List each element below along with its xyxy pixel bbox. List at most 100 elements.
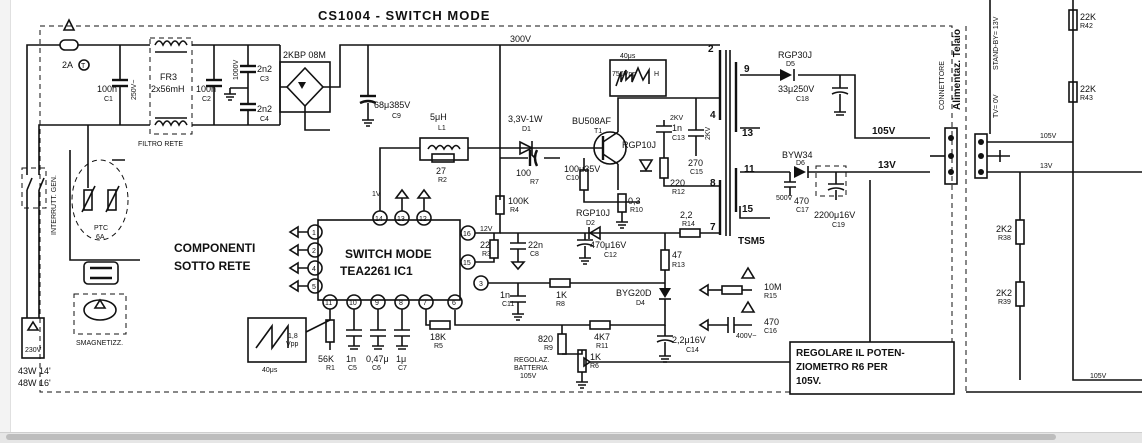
d5-value: RGP30J: [778, 50, 812, 60]
svg-text:13: 13: [742, 128, 754, 139]
capacitor-c5: 1n C5: [346, 309, 362, 372]
r38-ref: R38: [998, 235, 1011, 242]
resistor-r4: 100K R4: [495, 195, 529, 215]
c15-rating: 2KV: [705, 126, 712, 140]
ic-tea2261: SWITCH MODE TEA2261 IC1: [317, 219, 461, 301]
rail-12v: 12V: [480, 226, 493, 233]
r7-ref: C10: [566, 175, 579, 182]
c6-value: 0,47μ: [366, 354, 389, 364]
side-label-1: Alimentaz. Telaio: [952, 29, 963, 110]
ic-pins: 14 13 12 16 15 3 11 10 9 8 7 6 1 2 4 5: [307, 210, 489, 310]
c17-value: 470: [794, 196, 809, 206]
t1-ref: T1: [594, 128, 602, 135]
svg-text:9: 9: [744, 64, 750, 75]
c18-value: 33μ250V: [778, 84, 814, 94]
c8-value: 22n: [528, 240, 543, 250]
r4-ref: R4: [510, 207, 519, 214]
capacitor-c6: 0,47μ C6: [366, 309, 389, 372]
c3-value: 2n2: [257, 64, 272, 74]
resistor-r9: 820 R9: [538, 333, 567, 355]
r42-ref: R42: [1080, 23, 1093, 30]
r13-value: 47: [672, 250, 682, 260]
side-label-2: CONNETTORE: [939, 61, 946, 110]
c9-ref: C9: [392, 113, 401, 120]
switch-label: INTERRUTT. GEN.: [51, 175, 58, 235]
resistor-r14: 2,2 R14: [679, 210, 701, 238]
section-label-2: SOTTO RETE: [174, 259, 250, 273]
r2-ref: R2: [438, 177, 447, 184]
c2-ref: C2: [202, 96, 211, 103]
svg-text:8: 8: [710, 178, 716, 189]
d6-value: BYW34: [782, 150, 813, 160]
mains-plug: 230V 43W 14' 48W 16': [18, 310, 51, 388]
svg-text:1: 1: [312, 230, 316, 237]
c1-rating: 250V~: [131, 80, 138, 100]
chassis-bottom-105v: 105V: [1090, 373, 1107, 380]
horizontal-scrollbar-thumb[interactable]: [6, 434, 1056, 440]
r8-ref: R8: [556, 301, 565, 308]
chassis-connector: Alimentaz. Telaio CONNETTORE: [939, 29, 963, 185]
c9-value: 68μ385V: [374, 100, 410, 110]
svg-text:10: 10: [349, 300, 357, 307]
r4-value: 100K: [508, 196, 529, 206]
d1-value: 3,3V-1W: [508, 114, 543, 124]
c6-ref: C6: [372, 365, 381, 372]
wave-vpp: 750Vpp: [612, 71, 636, 78]
r3-ref: R3: [482, 251, 491, 258]
resistor-r13: 47 R13: [660, 249, 685, 271]
adjustment-note: REGOLARE IL POTEN- ZIOMETRO R6 PER 105V.: [789, 341, 955, 395]
mains-rating-2: 48W 16': [18, 378, 51, 388]
waveform-collector: 40μs 750Vpp H: [609, 53, 667, 97]
c12-ref: C12: [604, 252, 617, 259]
filter-caption: FILTRO RETE: [138, 141, 183, 148]
diode-d5: RGP30J D5: [778, 50, 812, 81]
c11-ref: C11: [502, 301, 514, 308]
svg-text:2: 2: [708, 44, 714, 55]
d4-ref: D4: [636, 300, 645, 307]
c18-ref: C18: [796, 96, 809, 103]
note-line-3: 105V.: [796, 376, 821, 387]
resistor-r39: 2K2 R39: [996, 281, 1025, 307]
capacitor-c19: 2200μ16V C19: [814, 172, 855, 229]
c12-value: 470μ16V: [590, 240, 626, 250]
transformer-tsm5: TSM5 2 4 9 13 11 8 15 7: [708, 44, 765, 247]
c5-value: 1n: [346, 354, 356, 364]
d5-ref: D5: [786, 61, 795, 68]
c16-value: 470: [764, 317, 779, 327]
c10-value: 100: [516, 168, 531, 178]
r8-value: 1K: [556, 290, 567, 300]
chassis-13v: 13V: [1040, 163, 1053, 170]
ptc-ref: PTC: [94, 225, 108, 232]
r5-ref: R5: [434, 343, 443, 350]
c14-ref: C14: [686, 347, 699, 354]
snubber-box: [815, 165, 847, 197]
c3-rating: 1000V: [233, 59, 240, 80]
rail-13v: 13V: [878, 160, 896, 171]
capacitor-c10: 100 R7: [500, 149, 560, 186]
svg-text:13: 13: [397, 216, 405, 223]
bridge-rectifier: 2KBP 08M: [279, 50, 331, 113]
note-line-2: ZIOMETRO R6 PER: [796, 362, 888, 373]
d6-ref: D6: [796, 160, 805, 167]
svg-text:4: 4: [312, 266, 316, 273]
c17-rating: 500V: [776, 195, 793, 202]
capacitor-c8: 22n C8: [510, 233, 543, 271]
r1-value: 56K: [318, 354, 334, 364]
ptc-degauss: PTC 6A: [71, 159, 129, 241]
c15-value: 270: [688, 158, 703, 168]
r6-ref: R6: [590, 363, 599, 370]
r14-value: 2,2: [680, 210, 693, 220]
svg-text:7: 7: [710, 222, 716, 233]
chassis-105v: 105V: [1040, 133, 1057, 140]
schematic-title: CS1004 - SWITCH MODE: [318, 8, 490, 23]
ptc-value: 6A: [96, 234, 105, 241]
c8-ref: C8: [530, 251, 539, 258]
regolaz-1: REGOLAZ.: [514, 357, 549, 364]
regolaz-2: BATTERIA: [514, 365, 548, 372]
r9-value: 820: [538, 334, 553, 344]
resistor-r8: 1K R8: [549, 278, 571, 308]
d2-value: RGP10J: [576, 208, 610, 218]
wave-h: H: [654, 71, 659, 78]
r11-value: 4K7: [594, 332, 610, 342]
